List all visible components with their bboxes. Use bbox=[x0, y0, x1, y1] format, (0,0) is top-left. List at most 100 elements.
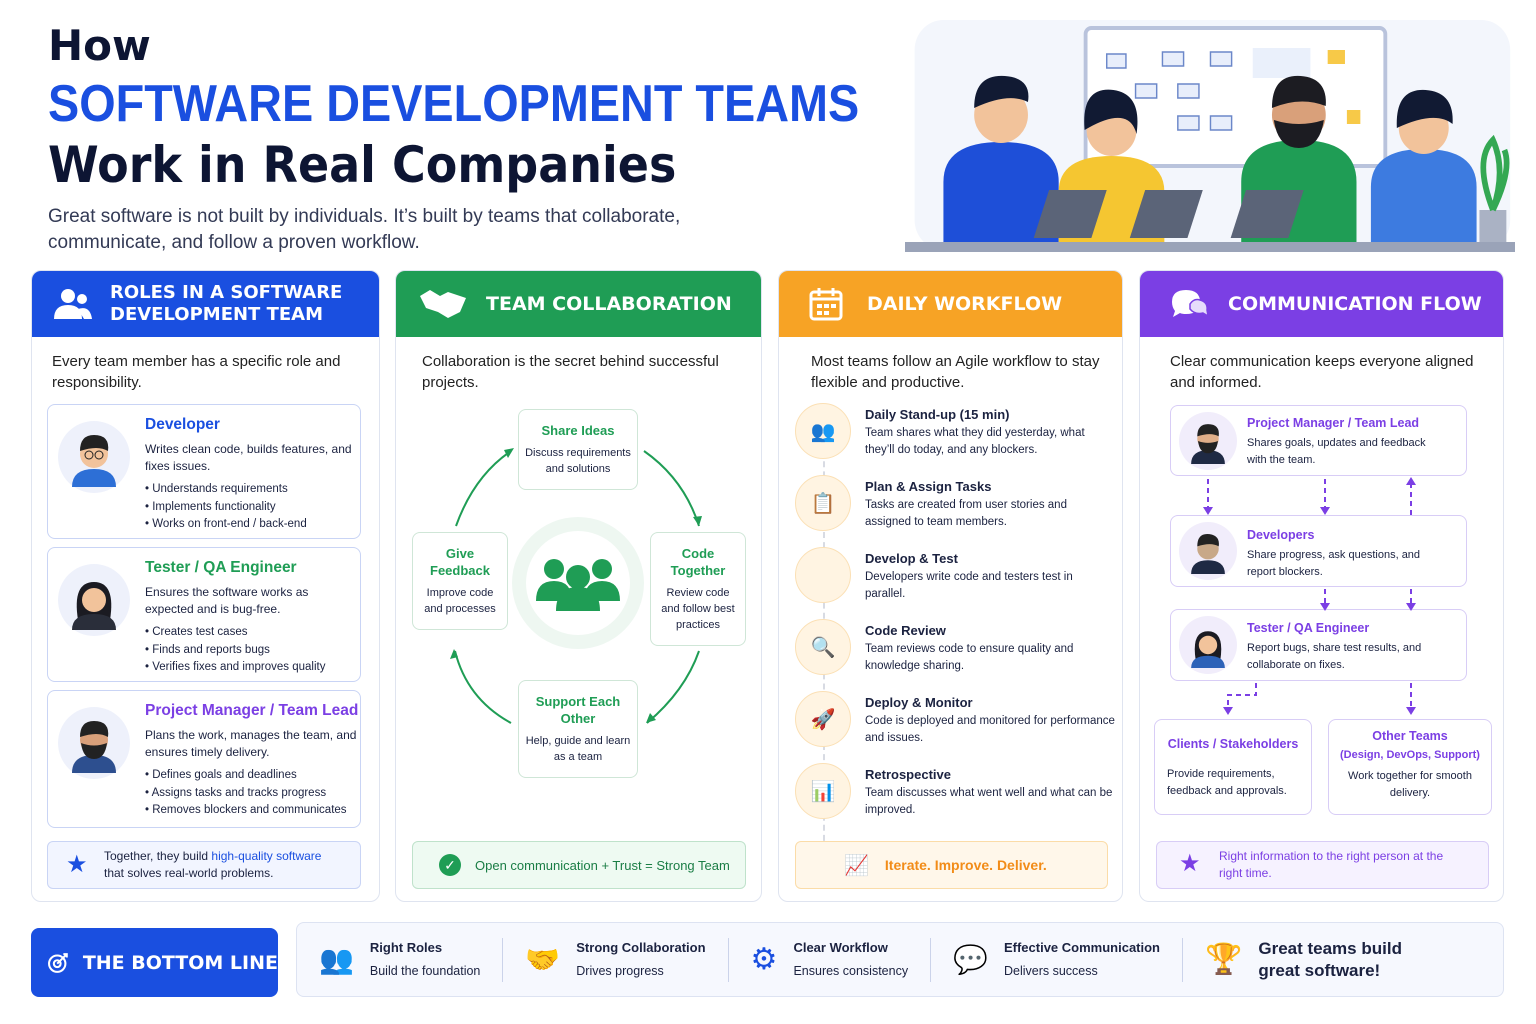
gears-icon: ⚙ bbox=[750, 943, 778, 976]
roles-title: ROLES IN A SOFTWARE DEVELOPMENT TEAM bbox=[110, 282, 343, 325]
team-icon: 👥 bbox=[795, 403, 851, 459]
comm-footer-text: Right information to the right person at… bbox=[1219, 849, 1444, 880]
step-desc: Tasks are created from user stories and … bbox=[865, 499, 1067, 528]
tester-avatar bbox=[1179, 616, 1237, 674]
workflow-intro: Most teams follow an Agile workflow to s… bbox=[811, 353, 1100, 391]
role-desc: Writes clean code, builds features, and … bbox=[145, 442, 352, 473]
summary-desc: Ensures consistency bbox=[793, 963, 909, 978]
step-desc: Team shares what they did yesterday, wha… bbox=[865, 427, 1085, 456]
users-icon: 👥 bbox=[319, 944, 354, 975]
role-bullet: Removes blockers and communicates bbox=[145, 802, 346, 820]
collab-desc: Improve code and processes bbox=[424, 587, 496, 615]
workflow-footer: 📈 Iterate. Improve. Deliver. bbox=[795, 841, 1108, 889]
users-icon bbox=[54, 289, 92, 319]
star-icon: ★ bbox=[66, 851, 88, 878]
collab-footer-text: Open communication + Trust = Strong Team bbox=[475, 857, 730, 873]
role-bullet: Finds and reports bugs bbox=[145, 642, 325, 660]
communication-header: COMMUNICATION FLOW bbox=[1140, 271, 1503, 337]
collab-title: Give Feedback bbox=[430, 546, 490, 578]
roles-intro: Every team member has a specific role an… bbox=[52, 353, 341, 391]
role-name: Developer bbox=[145, 416, 220, 433]
note-highlight: high-quality software bbox=[211, 849, 322, 863]
summary-title: Strong Collaboration bbox=[576, 939, 706, 955]
role-project-manager: Project Manager / Team Lead Plans the wo… bbox=[47, 690, 361, 828]
summary-desc: Delivers success bbox=[1003, 963, 1098, 978]
step-desc: Team discusses what went well and what c… bbox=[865, 787, 1113, 816]
node-title: Tester / QA Engineer bbox=[1247, 621, 1370, 635]
communication-title: COMMUNICATION FLOW bbox=[1228, 292, 1482, 315]
chat-bubbles-icon bbox=[1172, 290, 1208, 317]
developer-avatar bbox=[1179, 522, 1237, 580]
step-desc: Team reviews code to ensure quality and … bbox=[865, 643, 1074, 672]
note-text: that solves real-world problems. bbox=[104, 866, 274, 880]
check-icon: ✓ bbox=[439, 854, 461, 876]
role-bullet: Defines goals and deadlines bbox=[145, 767, 347, 785]
collaboration-title: TEAM COLLABORATION bbox=[486, 292, 732, 315]
role-bullet: Understands requirements bbox=[145, 481, 307, 499]
comm-node-other-teams: Other Teams(Design, DevOps, Support)Work… bbox=[1328, 719, 1492, 815]
node-desc: Work together for smooth delivery. bbox=[1348, 770, 1472, 799]
node-title: Clients / Stakeholders bbox=[1167, 737, 1299, 751]
calendar-icon bbox=[809, 288, 843, 321]
step-desc: Developers write code and testers test i… bbox=[865, 571, 1073, 600]
summary-title: Effective Communication bbox=[1003, 939, 1160, 955]
collaboration-header: TEAM COLLABORATION bbox=[396, 271, 761, 337]
collab-title: Share Ideas bbox=[541, 423, 615, 438]
trophy-icon: 🏆 bbox=[1205, 943, 1243, 976]
handshake-icon: 🤝 bbox=[525, 944, 561, 975]
comm-intro: Clear communication keeps everyone align… bbox=[1170, 353, 1474, 391]
bottom-line-label: THE BOTTOM LINE bbox=[31, 928, 278, 997]
step-desc: Code is deployed and monitored for perfo… bbox=[865, 715, 1115, 744]
role-name: Project Manager / Team Lead bbox=[145, 702, 359, 719]
node-desc: Provide requirements, feedback and appro… bbox=[1167, 768, 1287, 797]
team-illustration bbox=[905, 20, 1515, 252]
role-bullet: Works on front-end / back-end bbox=[145, 516, 306, 534]
node-title: Developers bbox=[1247, 528, 1315, 542]
developer-avatar bbox=[58, 421, 130, 493]
chat-icon: 💬 bbox=[953, 944, 988, 975]
manager-avatar bbox=[58, 707, 130, 779]
bottom-line-text: THE BOTTOM LINE bbox=[82, 951, 278, 974]
magnifier-icon: 🔍 bbox=[795, 619, 851, 675]
note-text: Together, they build bbox=[104, 849, 212, 863]
clipboard-icon: 📋 bbox=[795, 475, 851, 531]
node-desc: Share progress, ask questions, and repor… bbox=[1247, 549, 1421, 578]
workflow-footer-text: Iterate. Improve. Deliver. bbox=[884, 857, 1047, 873]
step-title: Retrospective bbox=[865, 767, 951, 782]
chart-icon: 📊 bbox=[795, 763, 851, 819]
comm-arrows bbox=[1203, 477, 1416, 715]
role-desc: Ensures the software works as expected a… bbox=[145, 585, 309, 616]
node-desc: Report bugs, share test results, and col… bbox=[1247, 642, 1422, 671]
collab-desc: Discuss requirements and solutions bbox=[525, 447, 631, 475]
growth-chart-icon: 📈 bbox=[844, 854, 869, 877]
workflow-title: DAILY WORKFLOW bbox=[867, 292, 1063, 315]
workflow-card: DAILY WORKFLOW Most teams follow an Agil… bbox=[778, 270, 1123, 902]
star-icon: ★ bbox=[1179, 850, 1201, 877]
role-developer: Developer Writes clean code, builds feat… bbox=[47, 404, 361, 539]
step-title: Deploy & Monitor bbox=[865, 695, 973, 710]
step-title: Daily Stand-up (15 min) bbox=[865, 407, 1010, 422]
step-title: Develop & Test bbox=[865, 551, 958, 566]
collab-desc: Review code and follow best practices bbox=[661, 587, 735, 631]
group-icon bbox=[536, 559, 620, 611]
collaboration-card: TEAM COLLABORATION Collaboration is the … bbox=[395, 270, 762, 902]
node-subtitle: (Design, DevOps, Support) bbox=[1340, 749, 1480, 761]
summary-final: 🏆Great teams build great software! bbox=[1183, 938, 1435, 982]
summary-desc: Build the foundation bbox=[369, 963, 481, 978]
workflow-header: DAILY WORKFLOW bbox=[779, 271, 1122, 337]
comm-footer: ★ Right information to the right person … bbox=[1156, 841, 1489, 889]
node-desc: Shares goals, updates and feedback with … bbox=[1247, 437, 1426, 466]
collab-title: Support Each Other bbox=[535, 694, 621, 726]
collab-footer: ✓ Open communication + Trust = Strong Te… bbox=[412, 841, 746, 889]
communication-card: COMMUNICATION FLOW Clear communication k… bbox=[1139, 270, 1504, 902]
